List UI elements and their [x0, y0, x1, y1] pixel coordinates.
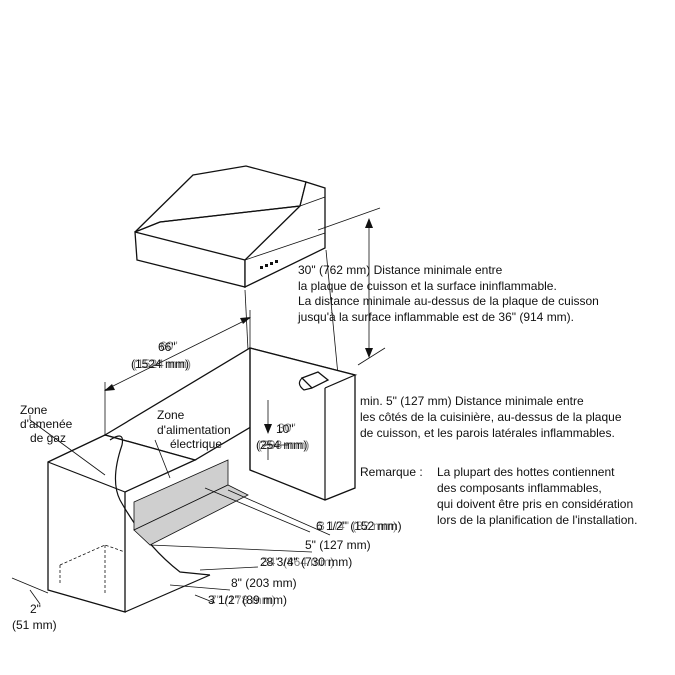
hood-control-buttons — [260, 260, 278, 269]
remark-line-3: qui doivent être pris en considération — [437, 497, 633, 511]
gas-zone-label-1: Zone — [20, 403, 48, 417]
hood-height-dimension — [317, 207, 386, 366]
five-inch-label: 5" (127 mm) — [305, 538, 371, 552]
cabinet-walls — [47, 347, 358, 613]
range-hood — [134, 165, 326, 289]
elec-height-dimension — [262, 400, 288, 460]
depth-c-label: 3 1/2" (89 mm) — [208, 593, 287, 607]
elec-zone-label-3: électrique — [170, 437, 222, 451]
width-dimension — [104, 310, 251, 436]
elec-height-in-label: 10" — [276, 422, 294, 436]
remark-line-1: La plupart des hottes contiennent — [437, 465, 615, 479]
elec-height-in-ghost: 30" — [278, 421, 296, 435]
elec-height-mm-ghost: (203 mm) — [258, 438, 309, 452]
depth-c-ghost: 7" (178 mm) — [210, 593, 276, 607]
hood-note-line-3: La distance minimale au-dessus de la pla… — [298, 294, 599, 308]
width-in-ghost: 60" — [160, 339, 178, 353]
outlet-icon — [298, 371, 330, 391]
remark-line-4: lors de la planification de l'installati… — [437, 513, 637, 527]
side-note-line-3: de cuisson, et les parois latérales infl… — [360, 426, 615, 440]
width-in-label: 66" — [158, 340, 176, 354]
elec-zone-label-2: d'alimentation — [157, 423, 231, 437]
gas-zone-label-2: d'amenée — [20, 417, 73, 431]
depth-a-label: 6 1/2" (152 mm) — [316, 519, 402, 533]
remark-label: Remarque : — [360, 465, 423, 479]
width-mm-label: (1524 mm) — [131, 357, 189, 371]
electrical-zone-panel — [133, 459, 249, 546]
hood-note-line-2: la plaque de cuisson et la surface ininf… — [298, 279, 557, 293]
gas-cutout-line — [109, 435, 211, 576]
elec-zone-label-1: Zone — [157, 408, 185, 422]
side-note-line-1: min. 5" (127 mm) Distance minimale entre — [360, 394, 584, 408]
two-inch-label: 2" — [30, 602, 41, 616]
remark-line-2: des composants inflammables, — [437, 481, 602, 495]
depth-a-ghost: 3 1/4" (82 mm) — [318, 519, 397, 533]
depth-b-label: 28 3/4" (730 mm) — [260, 555, 352, 569]
side-note-line-2: les côtés de la cuisinière, au-dessus de… — [360, 410, 622, 424]
hood-note-line-4: jusqu'à la surface inflammable est de 36… — [297, 310, 574, 324]
hood-note-line-1: 30" (762 mm) Distance minimale entre — [298, 263, 503, 277]
eight-inch-label: 8" (203 mm) — [231, 576, 297, 590]
gas-zone-label-3: de gaz — [30, 431, 66, 445]
depth-b-ghost: 34" (864 mm) — [262, 555, 334, 569]
elec-height-mm-label: (254 mm) — [256, 438, 307, 452]
depth-dimensions — [11, 487, 331, 605]
two-inch-mm-label: (51 mm) — [12, 618, 57, 632]
width-mm-ghost: (1524 mm) — [133, 357, 191, 371]
